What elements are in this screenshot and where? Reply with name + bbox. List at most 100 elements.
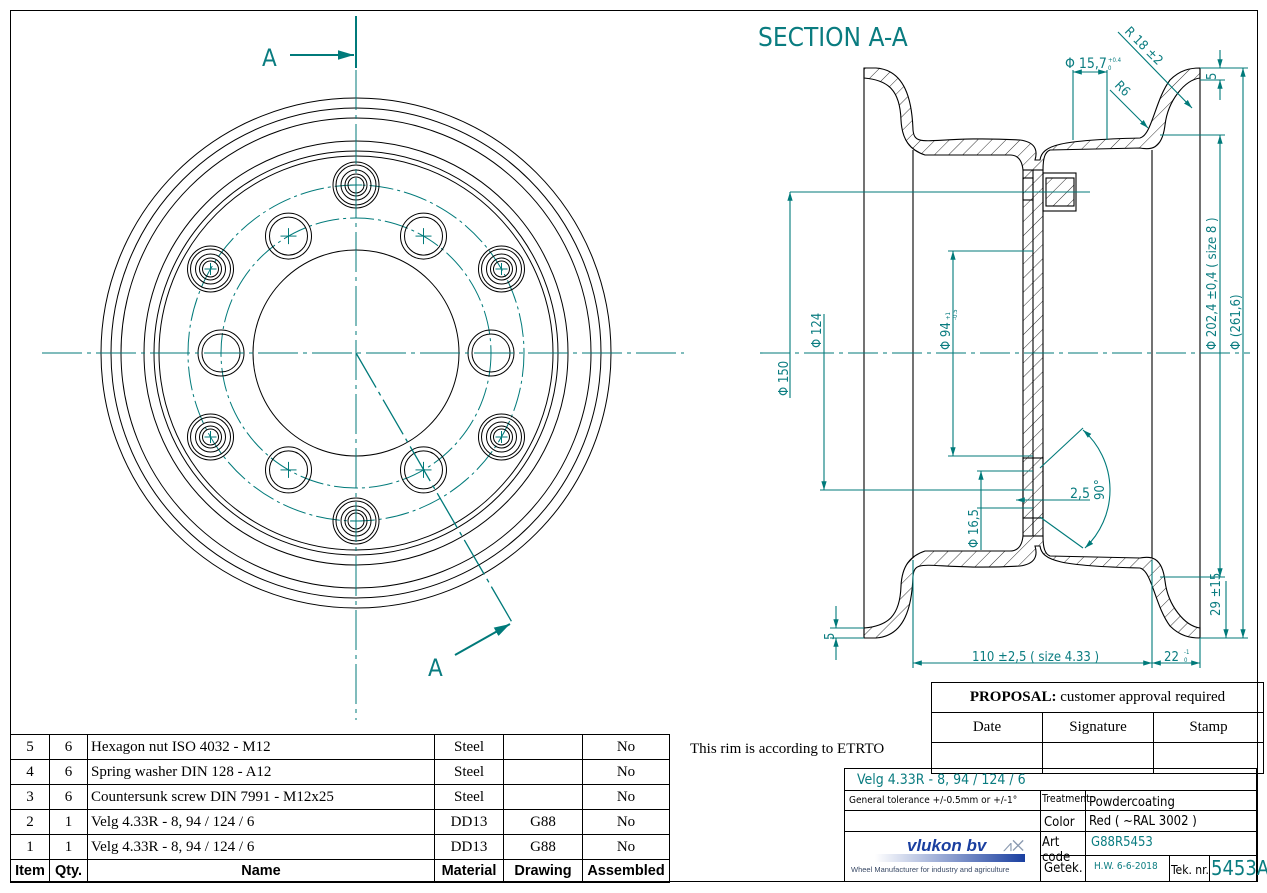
dim-124-text: Φ 124 bbox=[810, 313, 825, 348]
bolt-washer-inner bbox=[190, 248, 232, 290]
screw-head bbox=[1022, 177, 1034, 201]
company-logo: vlukon bv ⩘✕ Wheel Manufacturer for indu… bbox=[845, 832, 1041, 881]
chamfer-ext-a bbox=[1039, 427, 1084, 469]
dim-94-tol-lower: -0.5 bbox=[952, 309, 959, 320]
ventilation-hole bbox=[265, 212, 312, 260]
dim-157-tol-upper: +0.4 bbox=[1108, 57, 1122, 64]
dim-25-text: 2,5 bbox=[1070, 486, 1090, 502]
bolt-washer bbox=[477, 413, 525, 461]
ventilation-hole bbox=[265, 446, 312, 494]
bolt-nut-inner bbox=[199, 257, 223, 281]
bolt-nut-inner bbox=[489, 257, 513, 281]
bom-drawing bbox=[503, 784, 583, 810]
bom-material: Steel bbox=[434, 734, 504, 760]
bom-assembled: No bbox=[582, 759, 670, 785]
ventilation-hole-inner bbox=[269, 450, 308, 490]
bom-drawing: G88 bbox=[503, 834, 583, 860]
bolt-washer bbox=[187, 413, 235, 461]
bom-assembled: No bbox=[582, 784, 670, 810]
drawn-by-value: H.W. 6-6-2018 bbox=[1086, 856, 1170, 881]
drawing-no-label: Tek. nr. bbox=[1170, 856, 1210, 881]
drawn-by-label: Getek. bbox=[1041, 856, 1086, 881]
bolt-washer bbox=[477, 245, 525, 293]
dim-29-text: 29 ±15 bbox=[1209, 573, 1224, 616]
etrto-note: This rim is according to ETRTO bbox=[690, 741, 885, 757]
chamfer-ext-b bbox=[1039, 516, 1084, 549]
dimension-lines bbox=[760, 31, 1250, 668]
bom-assembled: No bbox=[582, 809, 670, 835]
bom-assembled: No bbox=[582, 734, 670, 760]
ventilation-hole-inner bbox=[404, 450, 443, 490]
title-block: Velg 4.33R - 8, 94 / 124 / 6 General tol… bbox=[844, 768, 1267, 882]
part-title: Velg 4.33R - 8, 94 / 124 / 6 bbox=[845, 769, 1256, 791]
dim-2616-text: Φ (261,6) bbox=[1229, 294, 1244, 350]
color-label: Color bbox=[1041, 811, 1086, 832]
r18-leader bbox=[1117, 31, 1193, 109]
section-title: SECTION A-A bbox=[758, 23, 908, 53]
dim-5-top-text: 5 bbox=[1205, 73, 1220, 80]
approval-title: PROPOSAL: customer approval required bbox=[931, 682, 1264, 713]
r6-leader bbox=[1109, 89, 1149, 129]
countersunk-hole bbox=[1022, 457, 1044, 519]
bom-qty: 1 bbox=[49, 809, 88, 835]
dim-90-arc bbox=[1082, 429, 1111, 549]
dim-22-tol-upper: -1 bbox=[1184, 649, 1189, 656]
bom-header-drawing: Drawing bbox=[503, 859, 583, 883]
dim-157-tol-lower: 0 bbox=[1108, 65, 1112, 72]
rim-profile-top bbox=[863, 67, 1201, 171]
bom-name: Hexagon nut ISO 4032 - M12 bbox=[87, 734, 435, 760]
company-logo-icon: ⩘✕ bbox=[1003, 838, 1025, 855]
section-arrow-bottom bbox=[454, 623, 511, 656]
bom-drawing: G88 bbox=[503, 809, 583, 835]
bom-header-assembled: Assembled bbox=[582, 859, 670, 883]
dim-157-text: Φ 15,7 bbox=[1065, 56, 1107, 72]
dim-165-text: Φ 16,5 bbox=[967, 509, 982, 548]
bolt-nut bbox=[485, 253, 517, 285]
approval-title-bold: PROPOSAL: bbox=[969, 689, 1057, 705]
bom-material: Steel bbox=[434, 784, 504, 810]
ventilation-hole bbox=[400, 212, 447, 260]
bolt-washer-inner bbox=[480, 416, 522, 458]
bolt-washer-inner bbox=[480, 248, 522, 290]
bolt-nut bbox=[485, 421, 517, 453]
bom-assembled: No bbox=[582, 834, 670, 860]
color-value: Red ( ~RAL 3002 ) bbox=[1086, 811, 1256, 832]
bom-item: 1 bbox=[10, 834, 50, 860]
dim-22-text: 22 bbox=[1164, 650, 1179, 665]
logo-gradient-bar bbox=[875, 854, 1025, 862]
company-tagline: Wheel Manufacturer for industry and agri… bbox=[851, 865, 1010, 874]
bolt-shank bbox=[492, 260, 510, 278]
drawing-no-value: 5453A bbox=[1211, 856, 1267, 880]
section-view bbox=[863, 67, 1201, 639]
ventilation-hole bbox=[400, 446, 447, 494]
company-name: vlukon bv bbox=[907, 836, 987, 855]
bom-qty: 6 bbox=[49, 734, 88, 760]
approval-col-stamp: Stamp bbox=[1153, 712, 1264, 743]
bom-name: Countersunk screw DIN 7991 - M12x25 bbox=[87, 784, 435, 810]
treatment-value: Powdercoating bbox=[1086, 791, 1256, 811]
artcode-value: G88R5453 bbox=[1086, 832, 1256, 856]
bolt-washer-inner bbox=[190, 416, 232, 458]
bom-name: Velg 4.33R - 8, 94 / 124 / 6 bbox=[87, 834, 435, 860]
dim-94-text: Φ 94 bbox=[939, 322, 954, 350]
blank-cell bbox=[845, 811, 1041, 832]
bom-header-item: Item bbox=[10, 859, 50, 883]
bom-item: 3 bbox=[10, 784, 50, 810]
bom-item: 5 bbox=[10, 734, 50, 760]
dim-2024-text: Φ 202,4 ±0,4 ( size 8 ) bbox=[1205, 217, 1220, 350]
section-cut-line bbox=[355, 352, 514, 625]
bom-drawing bbox=[503, 734, 583, 760]
bom-material: DD13 bbox=[434, 834, 504, 860]
bolt-shank bbox=[202, 428, 220, 446]
bom-header-qty: Qty. bbox=[49, 859, 88, 883]
approval-title-rest: customer approval required bbox=[1056, 689, 1226, 705]
bom-name: Spring washer DIN 128 - A12 bbox=[87, 759, 435, 785]
bom-item: 4 bbox=[10, 759, 50, 785]
approval-block: PROPOSAL: customer approval required Dat… bbox=[931, 682, 1264, 774]
section-marker-top: A bbox=[262, 44, 277, 72]
bom-header-material: Material bbox=[434, 859, 504, 883]
